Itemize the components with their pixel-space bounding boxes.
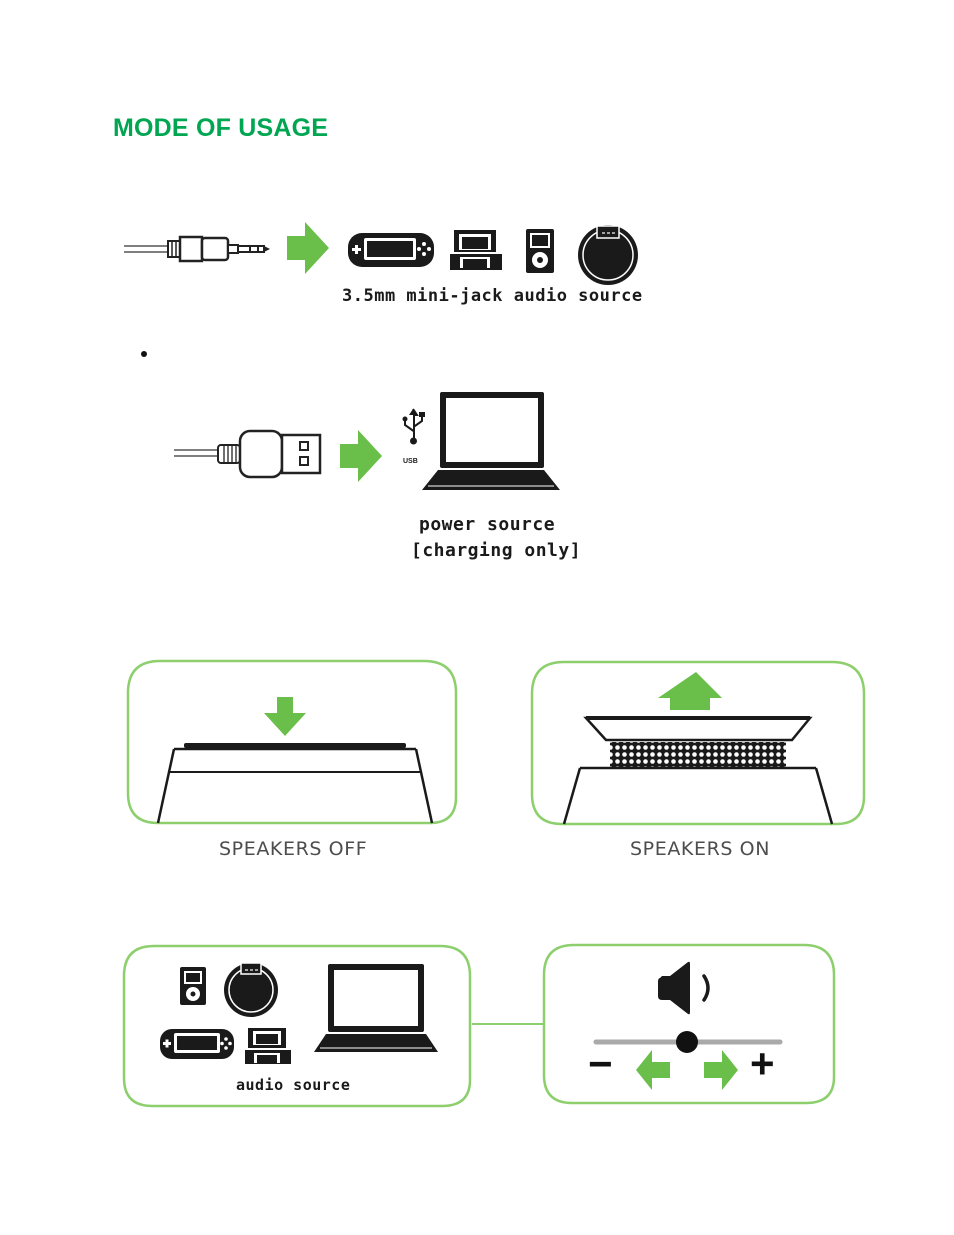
- usb-cable-icon: [174, 429, 322, 479]
- charging-only-label: [charging only]: [411, 540, 582, 561]
- round-media-device-icon: [578, 225, 638, 285]
- arrow-right-icon[interactable]: [704, 1050, 738, 1090]
- arrow-right-icon: [340, 430, 382, 482]
- speakers-on-caption: SPEAKERS ON: [630, 838, 771, 860]
- music-player-icon: [526, 229, 554, 273]
- audio-jack-cable-icon: [124, 235, 270, 263]
- usb-symbol-icon: [402, 408, 425, 445]
- laptop-icon: [422, 392, 560, 490]
- portable-console-icon: [450, 230, 502, 270]
- volume-slider-knob: [676, 1031, 698, 1053]
- handheld-console-icon: [348, 233, 434, 267]
- speakers-off-caption: SPEAKERS OFF: [219, 838, 368, 860]
- speakers-on-panel: [530, 660, 866, 826]
- round-media-device-icon: [224, 962, 278, 1017]
- portable-console-icon: [245, 1028, 291, 1064]
- connector-line: [472, 1023, 546, 1025]
- speakers-off-panel: [126, 659, 458, 825]
- volume-plus-sign: +: [750, 1040, 775, 1087]
- music-player-icon: [180, 967, 206, 1005]
- power-source-label: power source: [419, 514, 556, 535]
- list-bullet: [141, 351, 147, 357]
- audio-source-label: 3.5mm mini-jack audio source: [342, 286, 643, 306]
- handheld-console-icon: [160, 1029, 234, 1059]
- volume-minus-sign: −: [588, 1040, 613, 1087]
- volume-slider[interactable]: [593, 1029, 784, 1055]
- arrow-right-icon: [287, 222, 329, 274]
- arrow-left-icon[interactable]: [636, 1050, 670, 1090]
- laptop-icon: [314, 964, 438, 1052]
- speaker-volume-icon: [658, 961, 710, 1015]
- section-title: MODE OF USAGE: [113, 114, 329, 142]
- usb-text: USB: [403, 458, 418, 465]
- volume-control-panel: [542, 943, 836, 1105]
- audio-source-small-label: audio source: [236, 1076, 351, 1094]
